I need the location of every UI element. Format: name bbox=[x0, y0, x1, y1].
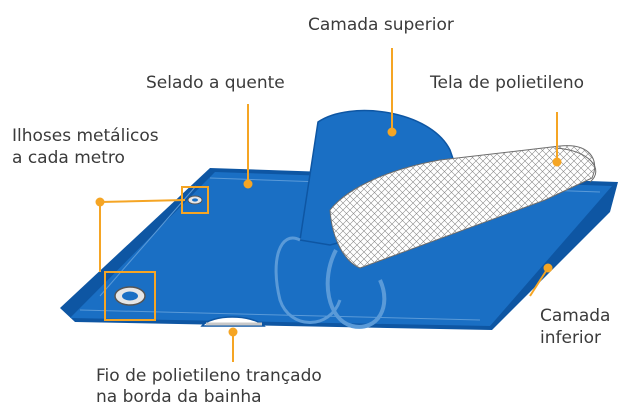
callout-lines bbox=[99, 48, 558, 362]
grommet-box-large bbox=[104, 271, 156, 321]
label-mesh: Tela de polietileno bbox=[429, 73, 584, 93]
label-bottom-layer-line2: inferior bbox=[540, 328, 601, 348]
braided-rope-hem bbox=[200, 316, 266, 327]
grommet-small bbox=[187, 195, 203, 205]
label-rope-line2: na borda da bainha bbox=[96, 387, 262, 407]
label-rope-line1: Fio de polietileno trançado bbox=[96, 366, 322, 386]
label-heat-sealed: Selado a quente bbox=[146, 73, 285, 93]
label-grommets-line1: Ilhoses metálicos bbox=[12, 126, 159, 146]
grommet-large bbox=[114, 286, 146, 306]
label-bottom-layer-line1: Camada bbox=[540, 306, 610, 326]
label-grommets-line2: a cada metro bbox=[12, 148, 125, 168]
label-top-layer: Camada superior bbox=[308, 15, 454, 35]
curled-edge bbox=[325, 249, 387, 329]
callout-dots bbox=[95, 127, 562, 337]
